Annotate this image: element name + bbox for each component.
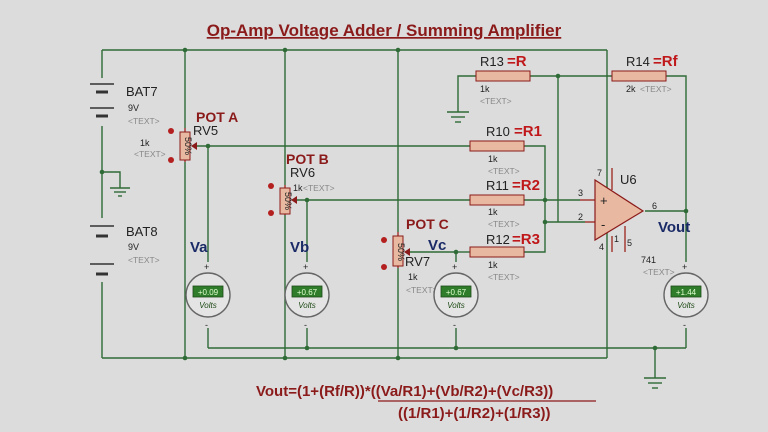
meter-vc-plus: +	[452, 262, 457, 272]
pot-b-label: POT B	[286, 151, 329, 167]
meter-vc-unit: Volts	[447, 301, 465, 310]
bat8-text: <TEXT>	[128, 255, 160, 265]
opamp-pin-2: 2	[578, 212, 583, 222]
opamp-pin-3: 3	[578, 188, 583, 198]
r13-ref: R13	[480, 54, 504, 69]
r12-ref: R12	[486, 232, 510, 247]
r14-tag: =Rf	[653, 53, 679, 70]
meter-vb-minus: -	[304, 320, 307, 330]
pot-a-percent: 50%	[183, 137, 193, 155]
pot-c[interactable]: 50% POT C RV7 1k <TEXT>	[381, 216, 449, 295]
r11-tag: =R2	[512, 177, 540, 194]
pot-a-label: POT A	[196, 109, 238, 125]
bat7-value: 9V	[128, 103, 139, 113]
pot-c-value: 1k	[408, 272, 418, 282]
opamp-pin-1: 1	[614, 234, 619, 244]
bat8-value: 9V	[128, 242, 139, 252]
resistor-r12[interactable]: R12 =R3 1k <TEXT>	[469, 231, 540, 282]
opamp-part: 741	[641, 255, 656, 265]
pot-c-text: <TEXT>	[406, 285, 438, 295]
pot-c-percent: 50%	[396, 243, 406, 261]
resistor-r14[interactable]: R14 =Rf 2k <TEXT>	[611, 53, 679, 94]
meter-vb-unit: Volts	[298, 301, 316, 310]
junction-dots	[99, 47, 689, 361]
meter-vout-reading: +1.44	[676, 288, 697, 297]
voltmeter-vout[interactable]: Vout +1.44 Volts + -	[658, 219, 709, 330]
voltmeter-va[interactable]: Va +0.09 Volts + -	[185, 239, 231, 330]
meter-vb-label: Vb	[290, 239, 309, 256]
pot-a-ref: RV5	[193, 123, 218, 138]
formula: Vout=(1+(Rf/R))*((Va/R1)+(Vb/R2)+(Vc/R3)…	[256, 383, 596, 422]
bat8-ref: BAT8	[126, 224, 158, 239]
meter-vb-plus: +	[303, 262, 308, 272]
r12-value: 1k	[488, 260, 498, 270]
resistor-r11[interactable]: R11 =R2 1k <TEXT>	[469, 177, 540, 229]
r12-text: <TEXT>	[488, 272, 520, 282]
battery-bat8: BAT8 9V <TEXT>	[90, 218, 160, 282]
meter-vout-minus: -	[683, 320, 686, 330]
r12-tag: =R3	[512, 231, 540, 248]
r11-value: 1k	[488, 207, 498, 217]
resistor-r10[interactable]: R10 =R1 1k <TEXT>	[469, 123, 542, 176]
opamp-u6[interactable]: + - 3 2 7 4 6 1 5 U6 741 <TEXT>	[578, 168, 675, 277]
meter-va-reading: +0.09	[198, 288, 219, 297]
voltmeter-vb[interactable]: Vb +0.67 Volts + -	[284, 239, 330, 330]
meter-vc-minus: -	[453, 320, 456, 330]
r10-text: <TEXT>	[488, 166, 520, 176]
r14-value: 2k	[626, 84, 636, 94]
meter-vb-reading: +0.67	[297, 288, 318, 297]
r10-value: 1k	[488, 154, 498, 164]
opamp-minus: -	[601, 217, 605, 232]
r14-ref: R14	[626, 54, 650, 69]
meter-vout-unit: Volts	[677, 301, 695, 310]
r13-tag: =R	[507, 53, 527, 70]
battery-bat7: BAT7 9V <TEXT>	[90, 78, 160, 126]
pot-b-text: <TEXT>	[303, 183, 335, 193]
pot-c-ref: RV7	[405, 254, 430, 269]
meter-vout-label: Vout	[658, 219, 690, 236]
r13-text: <TEXT>	[480, 96, 512, 106]
bat7-text: <TEXT>	[128, 116, 160, 126]
formula-numerator: Vout=(1+(Rf/R))*((Va/R1)+(Vb/R2)+(Vc/R3)…	[256, 383, 553, 400]
pot-b[interactable]: 50% POT B RV6 1k <TEXT>	[268, 151, 335, 216]
r10-tag: =R1	[514, 123, 542, 140]
opamp-pin-6: 6	[652, 201, 657, 211]
ground-symbol-r13	[447, 111, 469, 123]
pot-b-percent: 50%	[283, 192, 293, 210]
r11-text: <TEXT>	[488, 219, 520, 229]
opamp-ref: U6	[620, 172, 637, 187]
meter-vc-label: Vc	[428, 237, 446, 254]
opamp-plus: +	[600, 193, 608, 208]
meter-va-label: Va	[190, 239, 208, 256]
r11-ref: R11	[486, 178, 509, 193]
pot-a-text: <TEXT>	[134, 149, 166, 159]
r14-text: <TEXT>	[640, 84, 672, 94]
meter-va-unit: Volts	[199, 301, 217, 310]
pot-a[interactable]: 50% POT A RV5 1k <TEXT>	[134, 109, 238, 163]
pot-a-value: 1k	[140, 138, 150, 148]
ground-symbol-battery	[110, 187, 130, 197]
opamp-pin-4: 4	[599, 242, 604, 252]
pot-c-label: POT C	[406, 216, 449, 232]
meter-vc-reading: +0.67	[446, 288, 467, 297]
meter-va-minus: -	[205, 320, 208, 330]
opamp-pin-5: 5	[627, 238, 632, 248]
r13-value: 1k	[480, 84, 490, 94]
opamp-pin-7: 7	[597, 168, 602, 178]
pot-b-ref: RV6	[290, 165, 315, 180]
voltmeter-vc[interactable]: Vc +0.67 Volts + -	[428, 237, 479, 330]
bat7-ref: BAT7	[126, 84, 158, 99]
resistor-r13[interactable]: R13 =R 1k <TEXT>	[475, 53, 531, 106]
pot-b-value: 1k	[293, 183, 303, 193]
meter-va-plus: +	[204, 262, 209, 272]
diagram-title: Op-Amp Voltage Adder / Summing Amplifier	[207, 21, 562, 40]
meter-vout-plus: +	[682, 262, 687, 272]
formula-denominator: ((1/R1)+(1/R2)+(1/R3))	[398, 405, 551, 422]
r10-ref: R10	[486, 124, 510, 139]
ground-symbol-output	[644, 377, 666, 389]
opamp-text: <TEXT>	[643, 267, 675, 277]
